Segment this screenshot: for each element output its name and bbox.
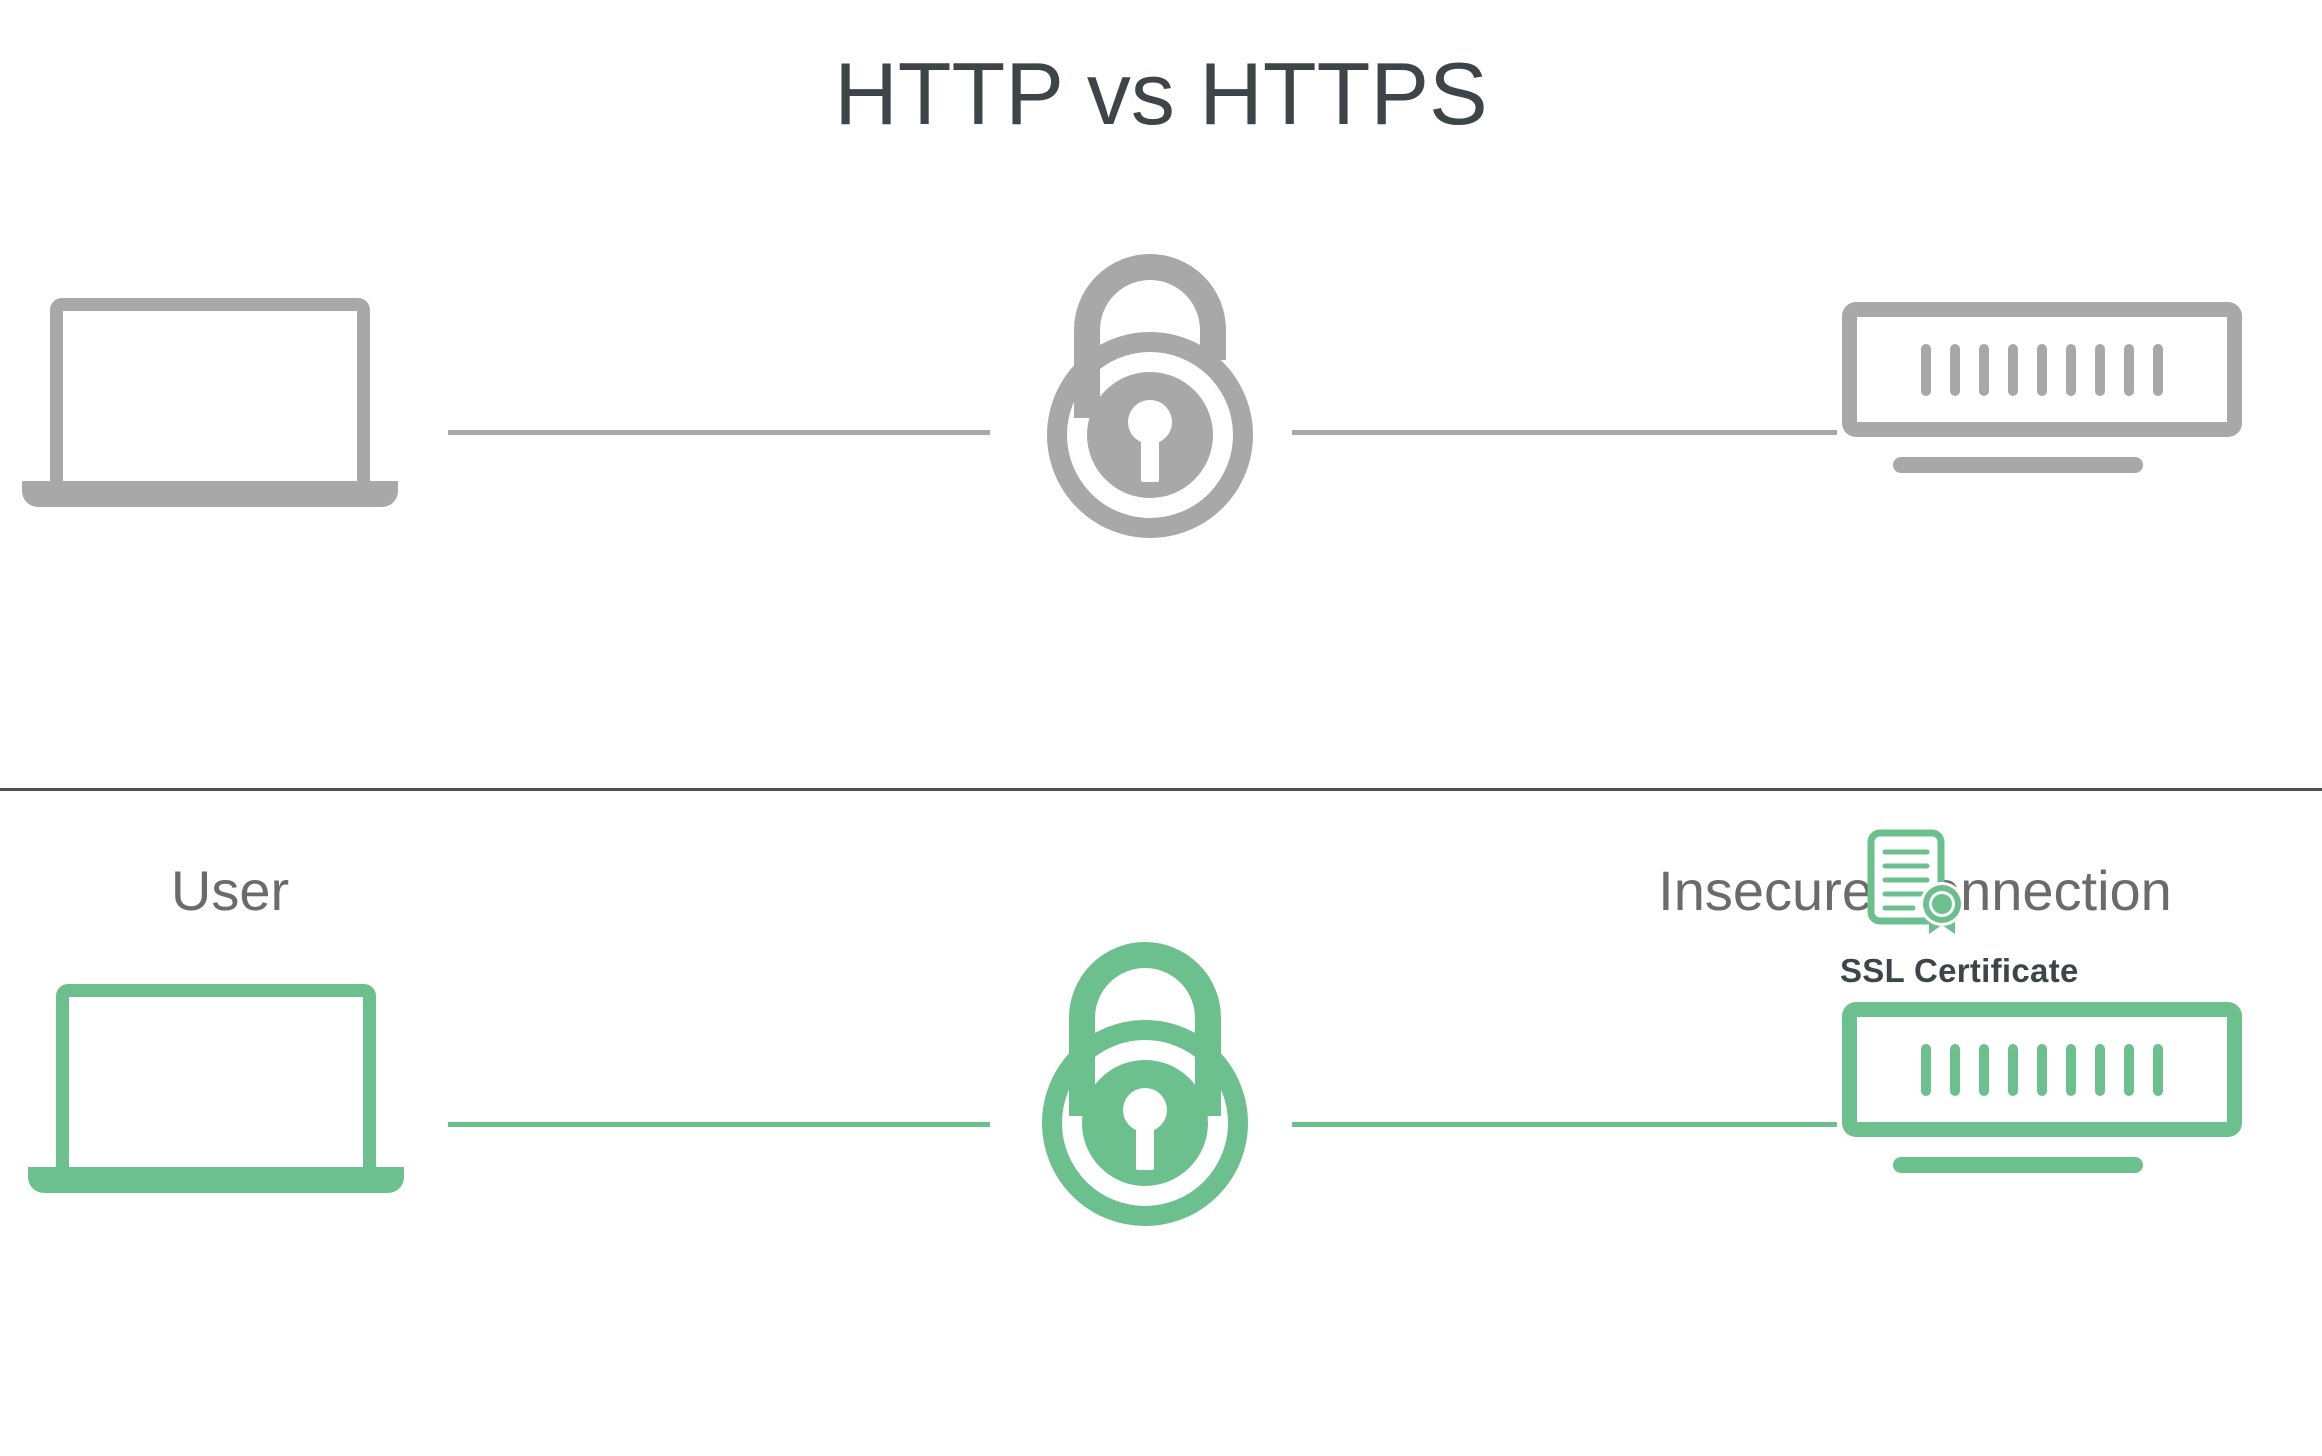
server-slots xyxy=(1842,1002,2242,1137)
laptop-base xyxy=(22,481,398,507)
section-divider xyxy=(0,788,2322,791)
secure-client-group: User xyxy=(0,930,460,1230)
insecure-connection-line-left xyxy=(448,430,990,435)
laptop-screen xyxy=(56,984,376,1180)
secure-https-row: User Encrypted Connection xyxy=(0,930,2322,1400)
insecure-http-row: User Insecure Connection xyxy=(0,250,2322,922)
laptop-icon xyxy=(22,298,398,526)
server-chassis xyxy=(1842,302,2242,437)
secure-server-group: Secure HTTPS xyxy=(1760,930,2320,1230)
locked-padlock-icon xyxy=(1010,938,1280,1228)
server-icon xyxy=(1842,1002,2242,1177)
secure-connection-line-right xyxy=(1292,1122,1837,1127)
laptop-screen xyxy=(50,298,370,494)
page-title: HTTP vs HTTPS xyxy=(834,44,1488,143)
secure-connection-line-left xyxy=(448,1122,990,1127)
laptop-icon xyxy=(28,984,404,1212)
server-stand xyxy=(1893,1157,2143,1173)
laptop-base xyxy=(28,1167,404,1193)
server-icon xyxy=(1842,302,2242,477)
insecure-connection-line-right xyxy=(1292,430,1837,435)
insecure-connection-group: Insecure Connection xyxy=(760,250,2172,922)
insecure-client-group: User xyxy=(0,250,460,922)
ssl-certificate-label: SSL Certificate xyxy=(1840,952,2079,989)
insecure-client-label: User xyxy=(170,859,290,922)
server-stand xyxy=(1893,457,2143,473)
insecure-server-group: Normal HTTP xyxy=(1760,250,2320,550)
ssl-certificate-icon xyxy=(1858,828,1988,936)
secure-connection-group: Encrypted Connection xyxy=(760,930,1550,1230)
unlocked-padlock-icon xyxy=(1015,250,1285,540)
server-slots xyxy=(1842,302,2242,437)
